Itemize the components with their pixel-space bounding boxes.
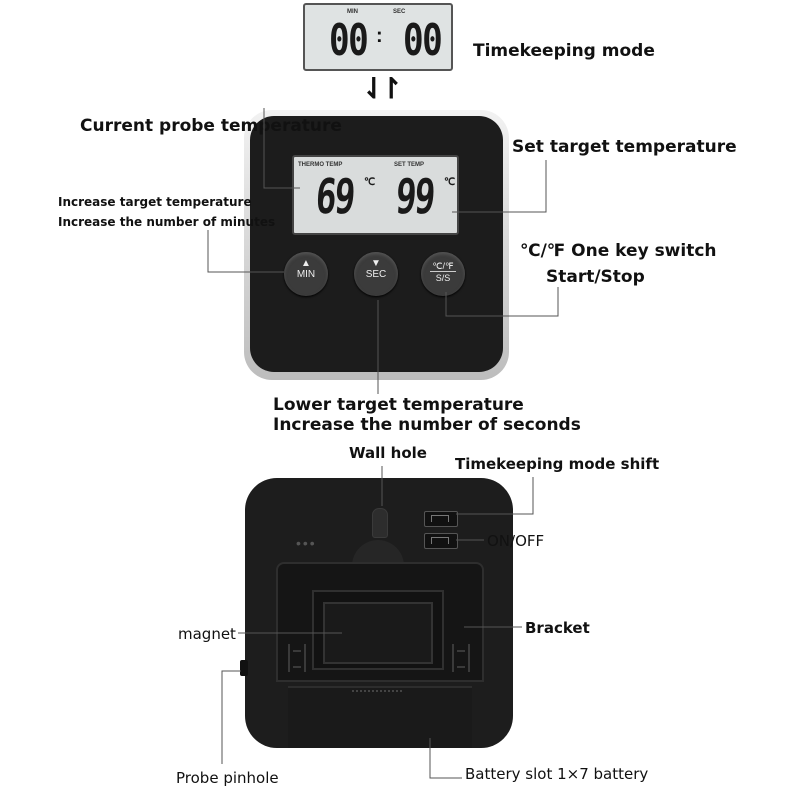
- label-on-off: ON/OFF: [487, 532, 545, 550]
- minutes-readout: 00: [329, 15, 369, 66]
- battery-cover[interactable]: [288, 686, 472, 748]
- label-battery-slot: Battery slot 1×7 battery: [465, 765, 649, 783]
- main-lcd-display: THERMO TEMP SET TEMP 69 ℃ 99 ℃: [292, 155, 459, 235]
- speaker-dots: •••: [296, 535, 317, 551]
- leader-probe-pinhole: [221, 670, 241, 764]
- up-triangle-icon: ▲: [301, 258, 311, 269]
- sec-button[interactable]: ▼ SEC: [354, 252, 398, 296]
- sec-caption: SEC: [393, 9, 406, 15]
- label-lower-target-temperature: Lower target temperature: [273, 395, 524, 415]
- colon-separator: :: [376, 25, 383, 47]
- battery-cover-grip: [352, 690, 402, 706]
- label-probe-pinhole: Probe pinhole: [176, 769, 279, 787]
- label-current-probe-temperature: Current probe temperature: [80, 116, 342, 136]
- start-stop-label: S/S: [435, 273, 451, 283]
- bracket-hinge-right: [452, 644, 470, 672]
- seconds-readout: 00: [403, 15, 443, 66]
- current-temp-unit: ℃: [364, 177, 376, 188]
- bracket-hinge-left: [288, 644, 306, 672]
- label-increase-minutes: Increase the number of minutes: [58, 215, 276, 229]
- timekeeping-mode-switch[interactable]: [424, 511, 458, 527]
- set-temp-unit: ℃: [444, 177, 456, 188]
- current-temp-readout: 69: [313, 169, 356, 225]
- on-off-switch[interactable]: [424, 533, 458, 549]
- unit-switch-label: ℃/℉: [430, 261, 456, 272]
- label-increase-target-temperature: Increase target temperature: [58, 195, 252, 209]
- magnet: [323, 602, 433, 664]
- down-triangle-icon: ▼: [371, 258, 381, 269]
- label-wall-hole: Wall hole: [349, 444, 427, 462]
- wall-hole: [372, 508, 388, 538]
- label-increase-seconds: Increase the number of seconds: [273, 415, 581, 435]
- mode-switch-arrows-icon: ⇃↾: [362, 73, 403, 104]
- probe-pinhole: [240, 660, 248, 676]
- min-caption: MIN: [347, 9, 358, 15]
- label-set-target-temperature: Set target temperature: [512, 137, 737, 157]
- sec-button-label: SEC: [365, 269, 387, 280]
- min-button[interactable]: ▲ MIN: [284, 252, 328, 296]
- set-temp-caption: SET TEMP: [394, 162, 425, 168]
- label-start-stop: Start/Stop: [546, 267, 645, 287]
- set-temp-readout: 99: [393, 169, 436, 225]
- label-unit-switch: ℃/℉ One key switch: [520, 241, 717, 261]
- label-bracket: Bracket: [525, 619, 590, 637]
- label-timekeeping-mode: Timekeeping mode: [473, 41, 655, 61]
- timekeeping-display: MIN SEC 00 : 00: [303, 3, 453, 71]
- min-button-label: MIN: [296, 269, 316, 280]
- unit-start-stop-button[interactable]: ℃/℉ S/S: [421, 252, 465, 296]
- label-timekeeping-mode-shift: Timekeeping mode shift: [455, 455, 660, 473]
- thermo-temp-caption: THERMO TEMP: [298, 162, 343, 168]
- label-magnet: magnet: [178, 625, 236, 643]
